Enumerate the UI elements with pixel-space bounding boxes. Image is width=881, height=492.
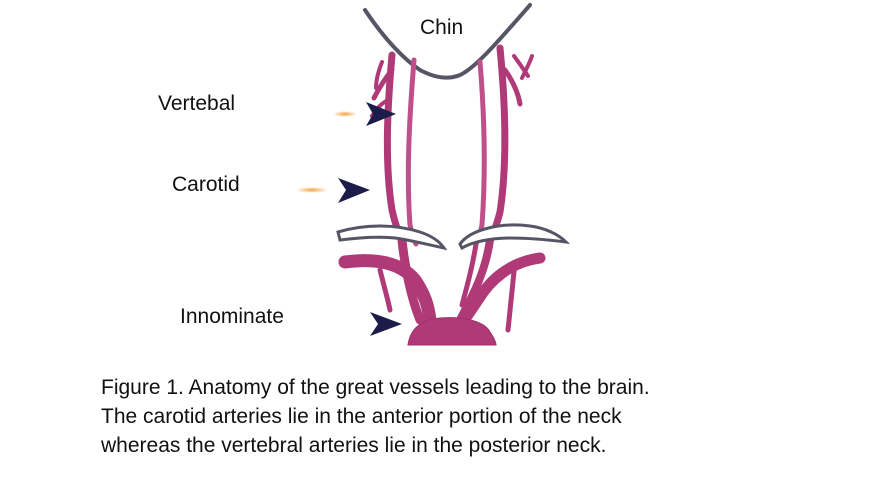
aortic-arch (407, 317, 497, 346)
vertebal-arrow (277, 102, 396, 126)
right-carotid-artery (486, 44, 509, 244)
vertebal-label: Vertebal (158, 92, 236, 115)
left-clavicle (336, 224, 448, 251)
caption-line-1: Figure 1. Anatomy of the great vessels l… (101, 376, 650, 399)
chin-label: Chin (420, 16, 464, 39)
carotid-arrow (274, 178, 370, 203)
right-vertebral-lower (459, 241, 479, 308)
right-vertebral-artery (473, 59, 487, 247)
chin-outline (363, 3, 532, 80)
carotid-label: Carotid (172, 173, 240, 196)
innominate-label: Innominate (180, 305, 284, 328)
innominate-arrow (307, 312, 402, 336)
right-clavicle (458, 223, 571, 251)
left-carotid-branch (371, 67, 395, 101)
left-vertebral-artery (405, 57, 419, 247)
left-upper-branch (374, 60, 384, 90)
right-vessels (456, 44, 546, 333)
right-subclavian-branch (505, 259, 518, 333)
caption-line-3: whereas the vertebral arteries lie in th… (101, 434, 607, 457)
figure-caption: Figure 1. Anatomy of the great vessels l… (101, 373, 861, 460)
left-subclavian (338, 254, 437, 327)
left-subclavian-branch (377, 267, 393, 313)
caption-line-2: The carotid arteries lie in the anterior… (101, 405, 622, 428)
left-carotid-artery (383, 51, 406, 244)
right-upper-branch (512, 54, 530, 78)
left-common-carotid-lower (397, 235, 425, 325)
right-upper-branch-2 (520, 54, 534, 80)
right-carotid-branch (502, 67, 523, 107)
right-subclavian (456, 252, 546, 328)
